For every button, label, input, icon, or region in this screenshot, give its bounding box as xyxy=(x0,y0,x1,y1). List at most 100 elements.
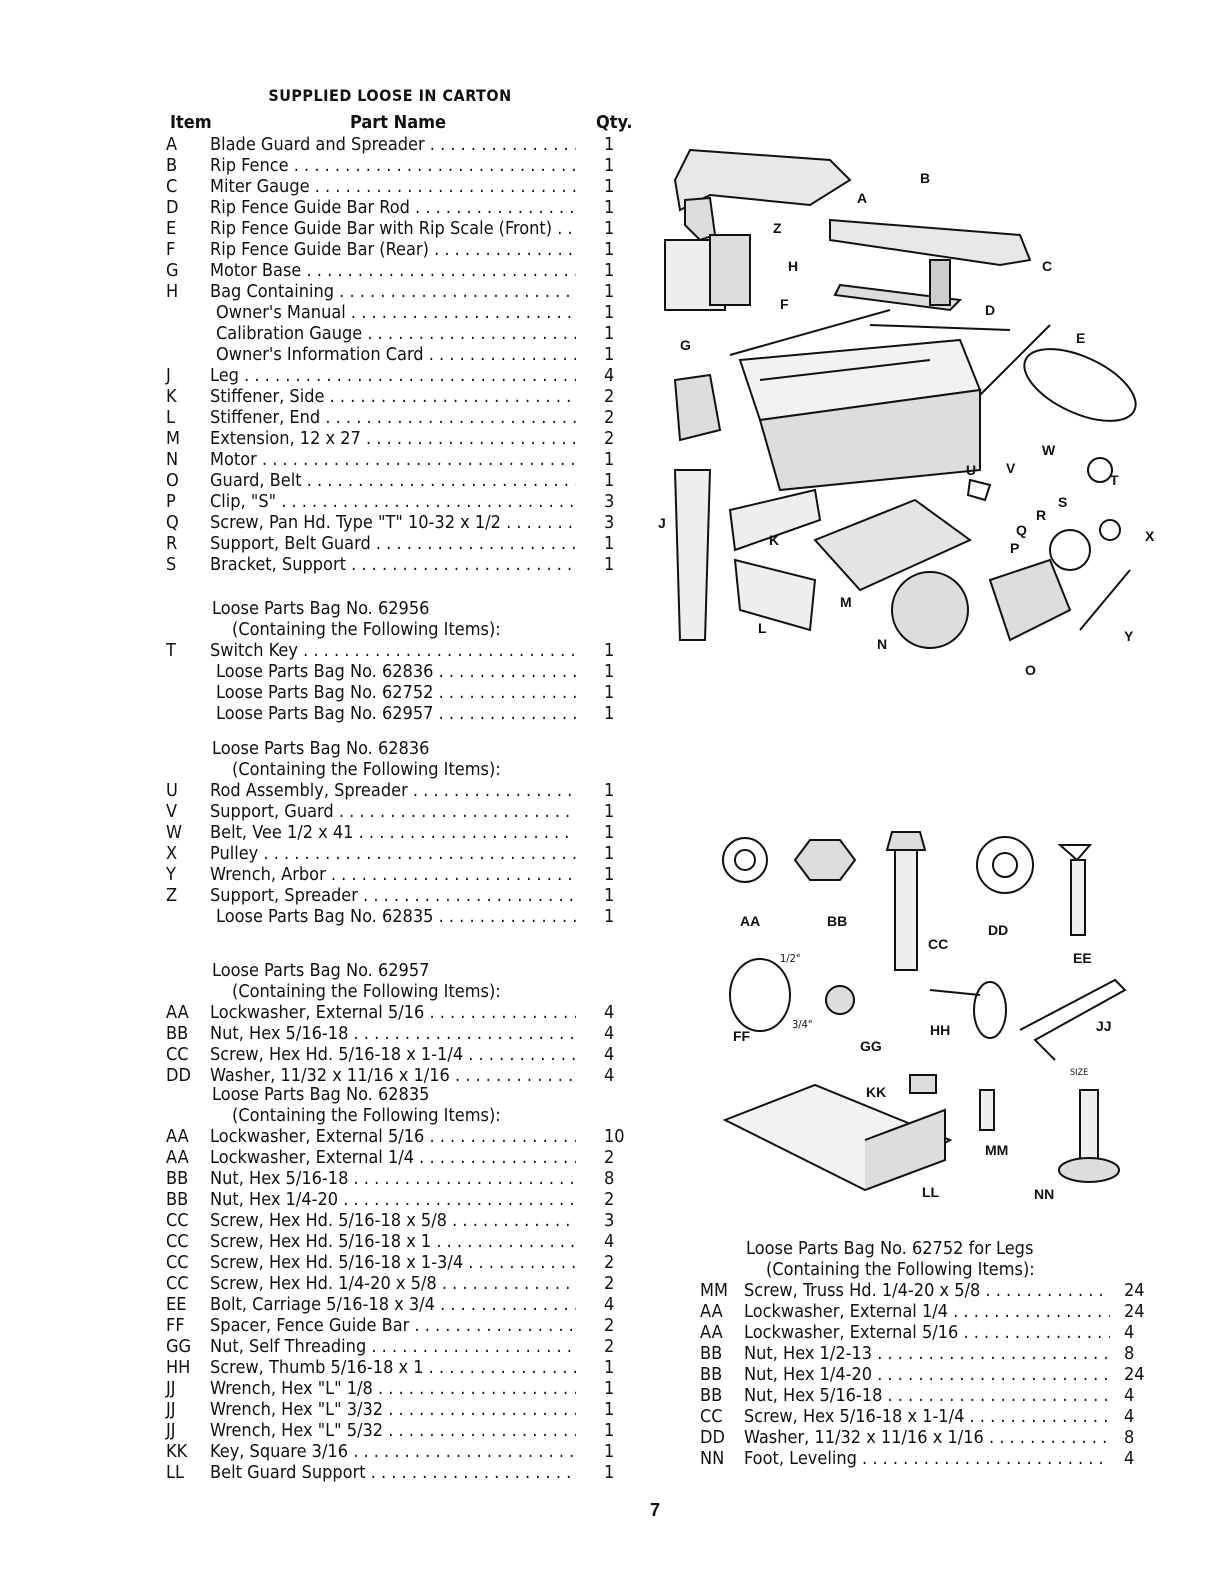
item-qty: 1 xyxy=(604,323,615,344)
callout-label-a: A xyxy=(857,190,868,206)
item-code: CC xyxy=(166,1231,189,1252)
item-code: K xyxy=(166,386,177,407)
item-qty: 1 xyxy=(604,449,615,470)
item-name: Loose Parts Bag No. 62836 xyxy=(216,661,576,682)
callout-label-bb: BB xyxy=(827,913,848,929)
item-code: CC xyxy=(166,1252,189,1273)
bag-62835-section: Loose Parts Bag No. 62835 (Containing th… xyxy=(166,1084,626,1483)
item-code: Q xyxy=(166,512,179,533)
item-code: BB xyxy=(700,1364,723,1385)
item-code: AA xyxy=(700,1322,723,1343)
item-qty: 8 xyxy=(604,1168,615,1189)
callout-label-t: T xyxy=(1110,472,1119,488)
callout-label-hh: HH xyxy=(930,1022,951,1038)
item-qty: 24 xyxy=(1124,1280,1145,1301)
item-qty: 2 xyxy=(604,407,615,428)
item-name: Nut, Hex 1/2-13 xyxy=(744,1343,1110,1364)
item-qty: 1 xyxy=(604,640,615,661)
item-name: Rip Fence Guide Bar Rod xyxy=(210,197,576,218)
callout-label-q: Q xyxy=(1016,522,1027,538)
item-name: Switch Key xyxy=(210,640,576,661)
dimension-label-top: 1/2" xyxy=(780,952,801,965)
bag-62957-section: Loose Parts Bag No. 62957 (Containing th… xyxy=(166,960,626,1086)
item-name: Nut, Hex 5/16-18 xyxy=(210,1168,576,1189)
item-code: E xyxy=(166,218,177,239)
item-qty: 1 xyxy=(604,822,615,843)
item-code: LL xyxy=(166,1462,185,1483)
item-name: Support, Belt Guard xyxy=(210,533,576,554)
item-code: R xyxy=(166,533,178,554)
item-name: Calibration Gauge xyxy=(216,323,576,344)
item-qty: 2 xyxy=(604,1189,615,1210)
item-name: Spacer, Fence Guide Bar xyxy=(210,1315,576,1336)
item-name: Pulley xyxy=(210,843,576,864)
item-name: Support, Guard xyxy=(210,801,576,822)
item-name: Miter Gauge xyxy=(210,176,576,197)
callout-label-c: C xyxy=(1042,258,1053,274)
item-name: Screw, Hex Hd. 1/4-20 x 5/8 xyxy=(210,1273,576,1294)
item-qty: 4 xyxy=(604,1231,615,1252)
bag-62836-title: Loose Parts Bag No. 62836 xyxy=(212,738,430,759)
item-name: Loose Parts Bag No. 62752 xyxy=(216,682,576,703)
item-code: CC xyxy=(166,1044,189,1065)
item-qty: 1 xyxy=(604,533,615,554)
item-qty: 1 xyxy=(604,470,615,491)
item-name: Loose Parts Bag No. 62957 xyxy=(216,703,576,724)
callout-label-r: R xyxy=(1036,507,1047,523)
item-qty: 1 xyxy=(604,302,615,323)
item-qty: 1 xyxy=(604,155,615,176)
callout-label-g: G xyxy=(680,337,691,353)
list-item: Loose Parts Bag No. 629571 xyxy=(166,703,626,724)
item-code: F xyxy=(166,239,176,260)
callout-label-l: L xyxy=(758,620,767,636)
item-name: Owner's Information Card xyxy=(216,344,576,365)
callout-label-nn: NN xyxy=(1034,1186,1055,1202)
page-number: 7 xyxy=(649,1500,660,1520)
item-qty: 1 xyxy=(604,281,615,302)
item-qty: 2 xyxy=(604,386,615,407)
item-code: NN xyxy=(700,1448,725,1469)
item-code: CC xyxy=(166,1210,189,1231)
item-code: BB xyxy=(700,1343,723,1364)
column-header-item: Item xyxy=(170,112,212,133)
bag-62752-section: Loose Parts Bag No. 62752 for Legs (Cont… xyxy=(700,1238,1160,1469)
item-qty: 2 xyxy=(604,1336,615,1357)
callout-label-n: N xyxy=(877,636,888,652)
item-qty: 1 xyxy=(604,134,615,155)
item-code: AA xyxy=(700,1301,723,1322)
item-qty: 4 xyxy=(604,1002,615,1023)
item-name: Lockwasher, External 5/16 xyxy=(744,1322,1110,1343)
item-name: Blade Guard and Spreader xyxy=(210,134,576,155)
bag-62836-subtitle: (Containing the Following Items): xyxy=(232,759,501,780)
item-code: BB xyxy=(700,1385,723,1406)
item-code: EE xyxy=(166,1294,187,1315)
item-code: G xyxy=(166,260,179,281)
callout-label-k: K xyxy=(769,532,780,548)
item-name: Rod Assembly, Spreader xyxy=(210,780,576,801)
item-name: Belt, Vee 1/2 x 41 xyxy=(210,822,576,843)
item-name: Screw, Thumb 5/16-18 x 1 xyxy=(210,1357,576,1378)
item-name: Rip Fence xyxy=(210,155,576,176)
bag-62835-subtitle: (Containing the Following Items): xyxy=(232,1105,501,1126)
item-code: X xyxy=(166,843,178,864)
item-qty: 2 xyxy=(604,1147,615,1168)
